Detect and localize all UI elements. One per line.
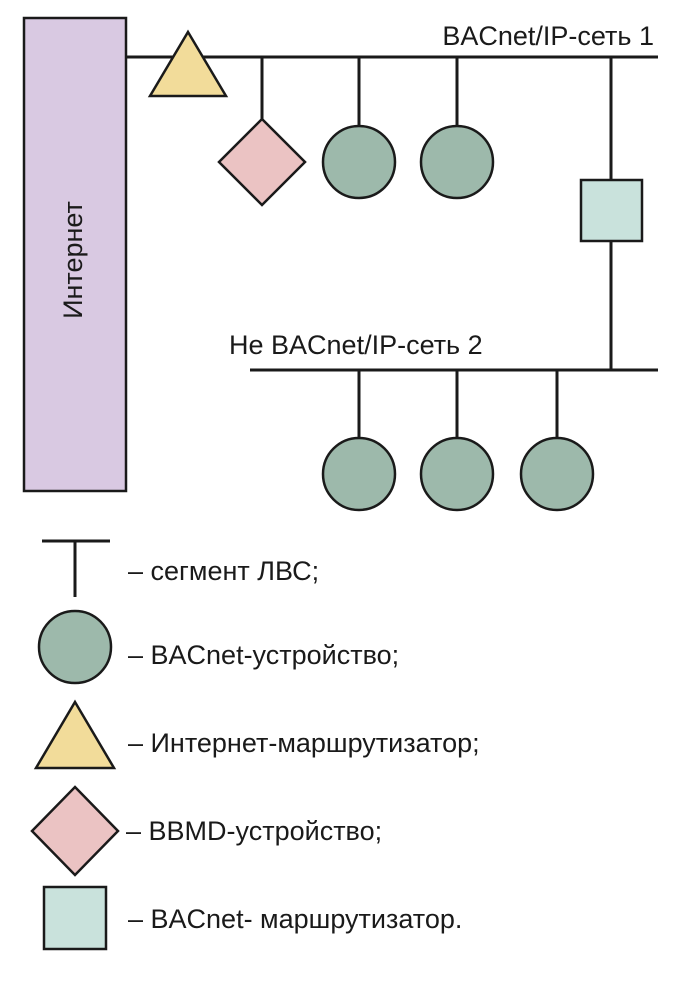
legend-segment-text: – сегмент ЛВС; — [128, 556, 319, 586]
legend-internet-router-text: – Интернет-маршрутизатор; — [128, 728, 480, 758]
legend-device-row: – BACnet-устройство; — [37, 609, 399, 685]
network2-label: Не BACnet/IP-сеть 2 — [229, 330, 483, 360]
legend-bacnet-router-icon — [42, 885, 108, 951]
legend-bacnet-router-text: – BACnet- маршрутизатор. — [128, 904, 462, 934]
legend-device-icon — [37, 609, 113, 685]
legend-bacnet-router-row: – BACnet- маршрутизатор. — [42, 885, 462, 951]
network1-label: BACnet/IP-сеть 1 — [442, 21, 654, 51]
bacnet-device-net2-2 — [419, 436, 495, 512]
bacnet-device-net1-1 — [321, 124, 397, 200]
bacnet-router-square — [579, 178, 644, 243]
legend-segment-row: – сегмент ЛВС; — [42, 539, 319, 597]
internet-label: Интернет — [58, 201, 88, 319]
internet-block — [22, 16, 128, 493]
bacnet-device-net2-1 — [321, 436, 397, 512]
legend-internet-router-icon — [33, 699, 117, 770]
legend: – сегмент ЛВС; – BACnet-устройство; – Ин… — [30, 539, 480, 951]
bacnet-device-net2-3 — [519, 436, 595, 512]
legend-bbmd-text: – BBMD-устройство; — [126, 816, 382, 846]
internet-router-triangle — [147, 29, 229, 98]
legend-device-text: – BACnet-устройство; — [128, 640, 399, 670]
legend-internet-router-row: – Интернет-маршрутизатор; — [33, 699, 480, 770]
bacnet-device-net1-2 — [419, 124, 495, 200]
bbmd-device-diamond — [217, 117, 307, 207]
legend-bbmd-icon — [30, 785, 120, 877]
legend-bbmd-row: – BBMD-устройство; — [30, 785, 382, 877]
